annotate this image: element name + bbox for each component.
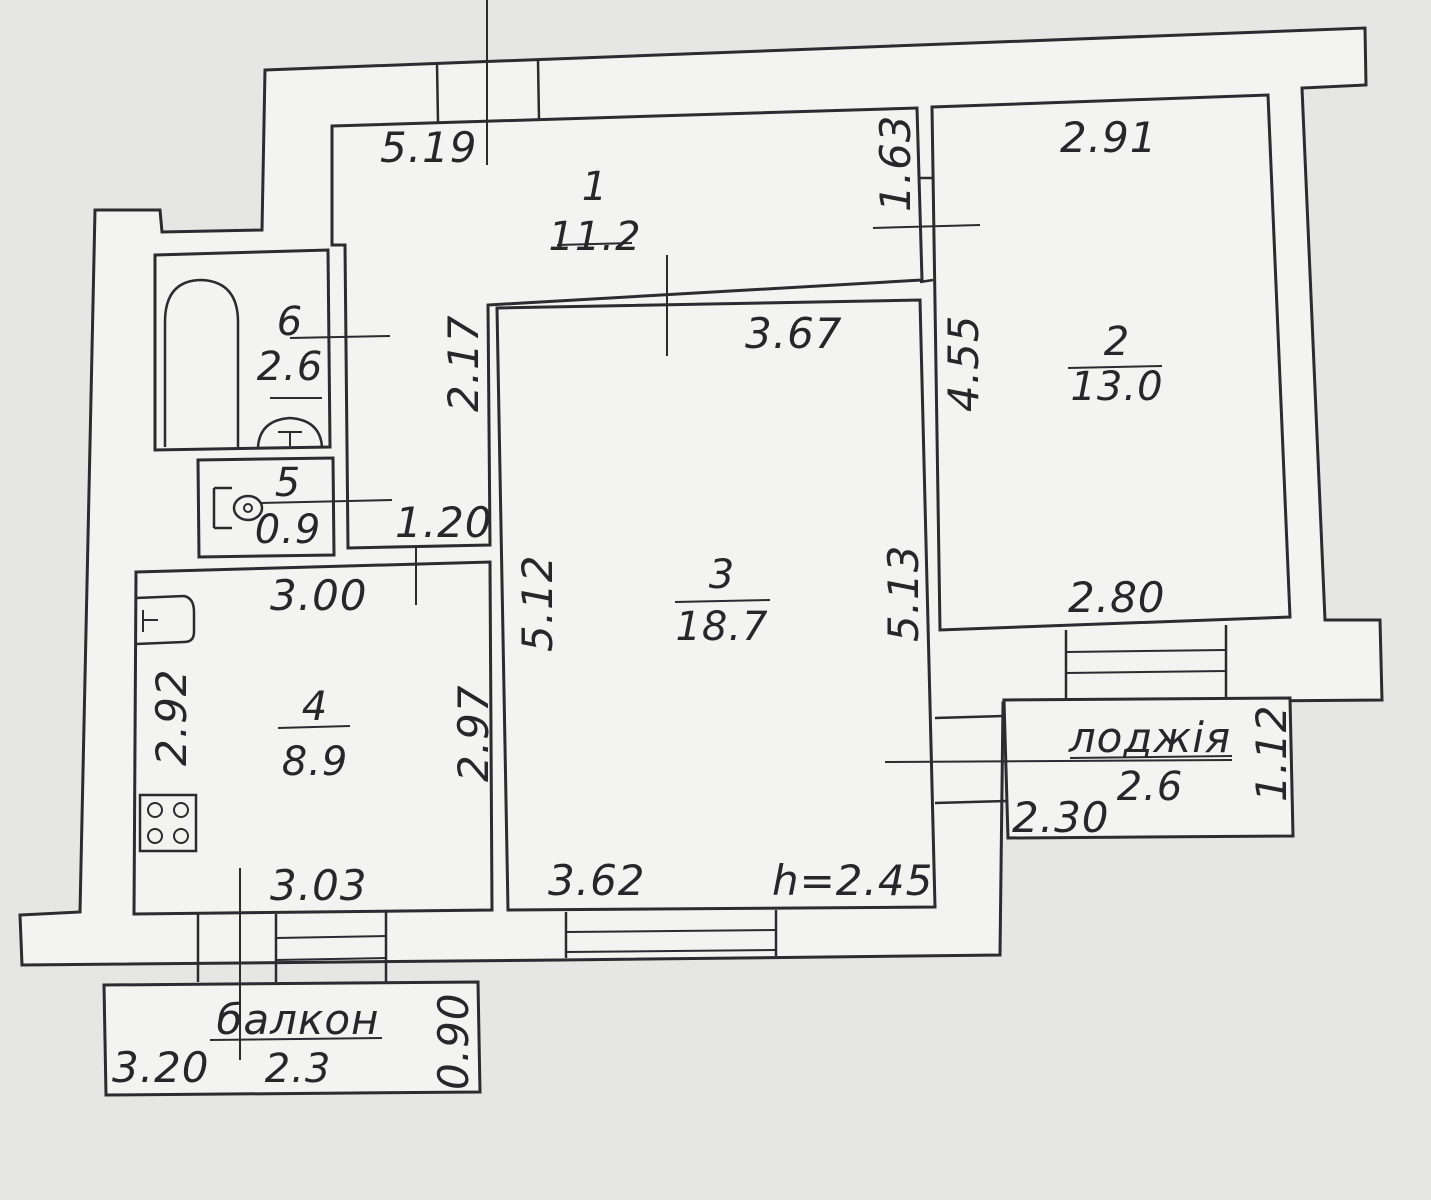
room-1-number: 1 xyxy=(582,164,608,210)
dimension-ticks xyxy=(209,0,1233,1060)
toilet-icon xyxy=(212,486,264,530)
room-5-toilet xyxy=(196,456,336,559)
room-4-area: 8.9 xyxy=(282,739,349,785)
balcony-area: 2.3 xyxy=(265,1046,332,1092)
door-loggia xyxy=(934,714,1007,805)
sink-icon xyxy=(256,416,324,448)
room-3-living xyxy=(495,298,937,912)
room-6-area: 2.6 xyxy=(257,344,324,390)
room-5-area: 0.9 xyxy=(255,507,322,553)
dim-2-80: 2.80 xyxy=(1068,573,1166,622)
window-room-3 xyxy=(564,910,778,958)
dim-1-63: 1.63 xyxy=(871,114,920,212)
dim-3-67: 3.67 xyxy=(745,309,843,358)
room-3-number: 3 xyxy=(709,552,735,598)
balcony-label: балкон xyxy=(216,995,379,1044)
window-room-4 xyxy=(196,912,388,982)
dim-3-03: 3.03 xyxy=(270,861,368,910)
dim-5-12: 5.12 xyxy=(513,554,562,652)
dim-2-97: 2.97 xyxy=(449,684,498,782)
dim-1-20: 1.20 xyxy=(395,498,493,547)
room-6-bathroom xyxy=(153,248,332,452)
doorway-room-2 xyxy=(919,176,934,284)
dim-3-00: 3.00 xyxy=(270,571,368,620)
dim-2-30: 2.30 xyxy=(1012,793,1110,842)
stove-icon xyxy=(138,793,198,853)
dim-2-91: 2.91 xyxy=(1060,113,1158,162)
dim-0-90: 0.90 xyxy=(429,992,478,1090)
room-1-area: 11.2 xyxy=(548,214,641,260)
room-2-area: 13.0 xyxy=(1070,364,1163,410)
room-2-number: 2 xyxy=(1104,319,1130,365)
room-2-bedroom xyxy=(930,93,1292,632)
dim-2-17: 2.17 xyxy=(439,314,488,412)
dim-5-13: 5.13 xyxy=(879,544,928,642)
loggia-label: лоджія xyxy=(1068,713,1231,762)
dim-3-20: 3.20 xyxy=(112,1043,210,1092)
dim-3-62: 3.62 xyxy=(548,856,646,905)
dim-height: h=2.45 xyxy=(772,856,933,905)
room-5-number: 5 xyxy=(275,460,301,506)
room-3-area: 18.7 xyxy=(675,604,768,650)
window-room-2 xyxy=(1064,625,1228,700)
room-4-number: 4 xyxy=(302,684,328,730)
kitchen-sink-icon xyxy=(135,594,196,646)
room-1-hall xyxy=(330,106,924,550)
loggia xyxy=(1002,696,1295,840)
bathtub-icon xyxy=(163,278,240,447)
dim-2-92: 2.92 xyxy=(147,668,196,766)
window-top xyxy=(435,59,541,123)
dim-5-19: 5.19 xyxy=(380,123,478,172)
loggia-area: 2.6 xyxy=(1117,764,1184,810)
dim-1-12: 1.12 xyxy=(1247,704,1296,802)
dim-4-55: 4.55 xyxy=(939,314,988,412)
room-6-number: 6 xyxy=(277,299,303,345)
room-4-kitchen xyxy=(132,560,494,916)
